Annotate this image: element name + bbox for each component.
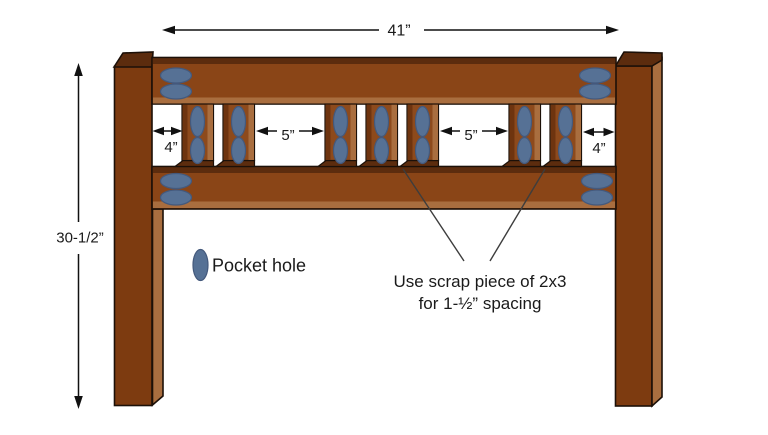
dimension-overall-height: 30-1/2”	[56, 63, 104, 409]
bottom-rail-top-edge	[153, 167, 615, 173]
arrowhead-down-icon	[74, 396, 83, 409]
arrowhead-left-icon	[162, 25, 175, 35]
pocket-hole	[516, 105, 533, 138]
slat	[357, 103, 399, 168]
pocket-hole	[580, 189, 614, 206]
pocket-hole	[159, 83, 193, 100]
top-rail-face	[151, 56, 617, 105]
right-slat-gap-label: 5”	[464, 127, 477, 144]
pocket-hole	[189, 136, 206, 165]
pocket-hole	[557, 136, 574, 165]
top-rail-top-edge	[153, 58, 615, 64]
slat-left-edge	[224, 104, 229, 160]
right-leg	[614, 51, 663, 408]
pocket-hole	[373, 105, 390, 138]
overall-height-label: 30-1/2”	[56, 230, 104, 247]
left-leg-top-cap	[112, 51, 154, 68]
slat-right-edge	[432, 104, 438, 160]
arrowhead-left-icon	[440, 126, 452, 136]
pocket-hole	[414, 136, 431, 165]
pocket-hole	[373, 136, 390, 165]
pocket-hole	[578, 83, 612, 100]
arrowhead-right-icon	[496, 126, 508, 136]
left-leg-side	[151, 208, 164, 407]
pocket-hole	[557, 105, 574, 138]
slat-right-edge	[391, 104, 397, 160]
pocket-hole-legend-icon	[192, 248, 209, 282]
bottom-rail	[151, 165, 617, 210]
annotation-line-1: Use scrap piece of 2x3	[394, 272, 567, 291]
slat	[541, 103, 583, 168]
arrowhead-left-icon	[152, 126, 164, 136]
slat-left-edge	[408, 104, 413, 160]
dimension-left-end-gap: 4”	[152, 126, 183, 156]
arrowhead-right-icon	[603, 127, 615, 137]
overall-width-label: 41”	[387, 23, 410, 40]
slat-right-edge	[248, 104, 254, 160]
left-slat-gap-label: 5”	[281, 127, 294, 144]
arrowhead-left-icon	[256, 126, 268, 136]
arrowhead-right-icon	[171, 126, 183, 136]
pocket-hole	[580, 172, 614, 190]
arrowhead-up-icon	[74, 63, 83, 76]
pocket-hole-legend-label: Pocket hole	[212, 256, 306, 276]
slat	[316, 103, 358, 168]
slat-left-edge	[510, 104, 515, 160]
leader-line	[402, 168, 465, 262]
leader-line	[489, 168, 546, 262]
pocket-hole	[332, 105, 349, 138]
pocket-hole	[159, 189, 193, 206]
dimension-right-slat-gap: 5”	[440, 126, 508, 144]
pocket-hole	[414, 105, 431, 138]
dimension-overall-width: 41”	[162, 23, 619, 40]
right-leg-side	[651, 56, 663, 408]
slat-left-edge	[367, 104, 372, 160]
slat-right-edge	[534, 104, 540, 160]
left-leg-front	[113, 65, 153, 407]
pocket-hole	[159, 172, 193, 190]
spacing-annotation: Use scrap piece of 2x3 for 1-½” spacing	[394, 168, 567, 313]
right-end-gap-label: 4”	[592, 140, 605, 157]
pocket-hole	[332, 136, 349, 165]
arrowhead-left-icon	[583, 127, 594, 137]
slat-right-edge	[207, 104, 213, 160]
bottom-rail-bottom-edge	[153, 201, 615, 208]
dimension-left-slat-gap: 5”	[256, 126, 324, 144]
slat-left-edge	[326, 104, 331, 160]
slat-left-edge	[183, 104, 188, 160]
slat-right-edge	[350, 104, 356, 160]
right-leg-top-cap	[614, 51, 663, 67]
left-leg	[112, 51, 164, 407]
pocket-hole	[159, 67, 193, 84]
pocket-hole	[516, 136, 533, 165]
arrowhead-right-icon	[312, 126, 324, 136]
top-rail-bottom-edge	[153, 97, 615, 104]
left-end-gap-label: 4”	[164, 139, 177, 156]
slat	[214, 103, 256, 168]
pocket-hole	[189, 105, 206, 138]
slat	[173, 103, 215, 168]
slat-right-edge	[575, 104, 581, 160]
dimension-right-end-gap: 4”	[583, 127, 615, 157]
annotation-line-2: for 1-½” spacing	[419, 294, 542, 313]
pocket-hole	[230, 105, 247, 138]
right-leg-front	[614, 65, 653, 407]
slat	[500, 103, 542, 168]
slat	[398, 103, 440, 168]
top-rail	[151, 56, 617, 105]
legend: Pocket hole	[192, 248, 306, 282]
arrowhead-right-icon	[606, 25, 619, 35]
pocket-hole	[230, 136, 247, 165]
slat-left-edge	[551, 104, 556, 160]
pocket-hole	[578, 67, 612, 84]
